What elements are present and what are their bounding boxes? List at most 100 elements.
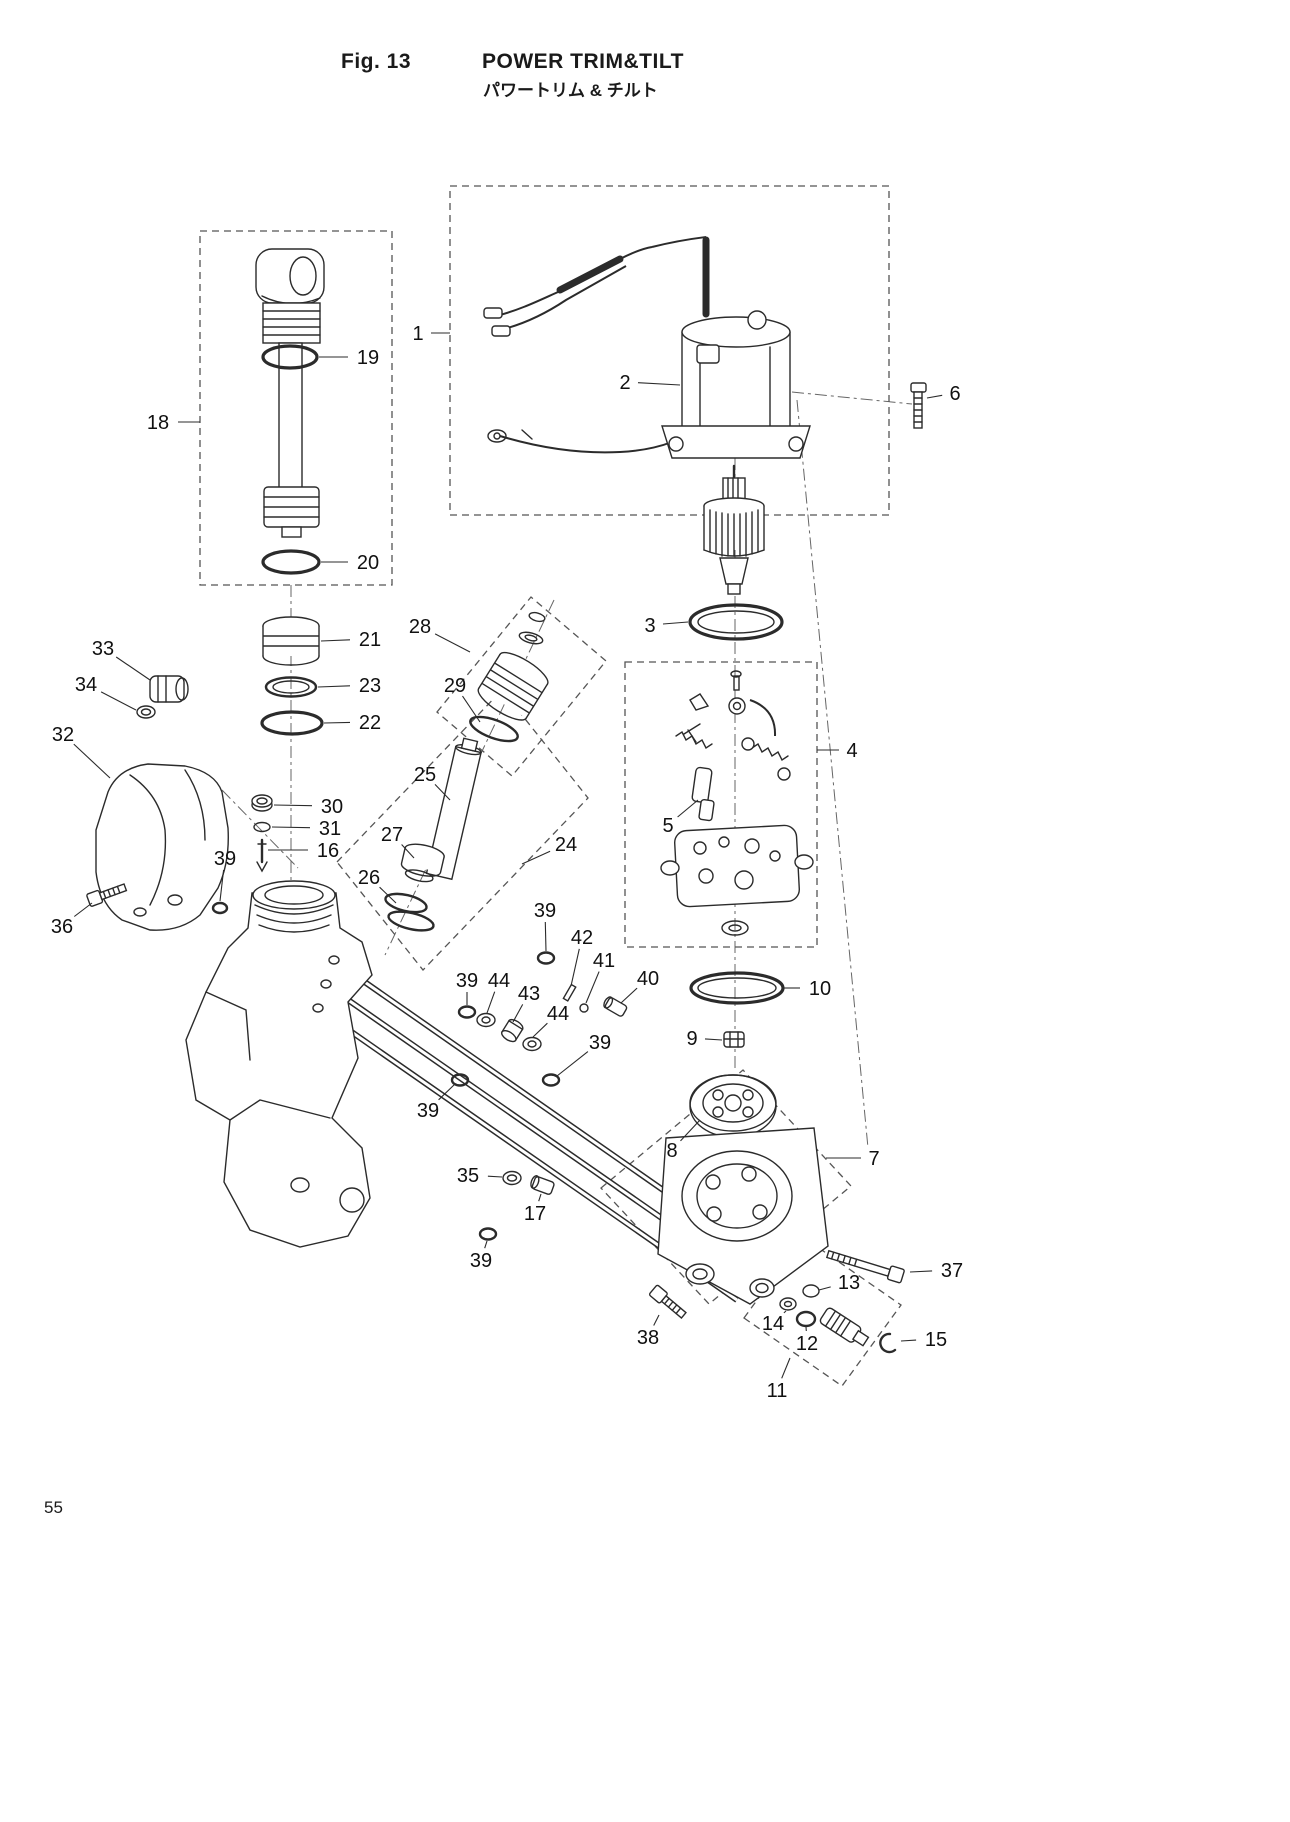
- part-pump-rotor-8: [689, 1074, 777, 1138]
- callout-leader-14: [783, 1310, 787, 1314]
- part-oring-39-b: [536, 951, 556, 965]
- callout-29: 29: [444, 675, 466, 697]
- callout-2: 2: [619, 372, 630, 394]
- callout-23: 23: [359, 675, 381, 697]
- callout-leader-33: [115, 656, 151, 681]
- callout-18: 18: [147, 412, 169, 434]
- callout-5: 5: [662, 815, 673, 837]
- callout-8: 8: [666, 1140, 677, 1162]
- callout-leader-36: [73, 902, 93, 917]
- part-orings-26: [384, 892, 435, 932]
- part-oring-39-c: [457, 1005, 477, 1019]
- callout-33: 33: [92, 638, 114, 660]
- figure-label: Fig. 13: [341, 50, 412, 73]
- callout-20: 20: [357, 552, 379, 574]
- callout-leader-17: [538, 1193, 542, 1202]
- part-oring-29: [469, 715, 519, 743]
- part-cover-32: [95, 763, 229, 931]
- callout-15: 15: [925, 1329, 947, 1351]
- group-box-4: [624, 661, 818, 948]
- part-armature: [703, 464, 765, 595]
- callout-leader-44: [486, 991, 496, 1014]
- callout-44: 44: [547, 1003, 569, 1025]
- callout-16: 16: [317, 840, 339, 862]
- callout-leader-28: [434, 633, 471, 653]
- part-oring-19: [261, 344, 319, 370]
- part-washer-14: [779, 1297, 797, 1311]
- callout-25: 25: [414, 764, 436, 786]
- callout-41: 41: [593, 950, 615, 972]
- callout-26: 26: [358, 867, 380, 889]
- callout-19: 19: [357, 347, 379, 369]
- part-cap-30: [251, 794, 273, 812]
- callout-leader-35: [487, 1175, 503, 1178]
- callout-9: 9: [686, 1028, 697, 1050]
- part-ring-31: [253, 821, 271, 833]
- part-fitting-40: [603, 996, 628, 1017]
- callout-32: 32: [52, 724, 74, 746]
- callout-leader-40: [620, 987, 638, 1004]
- callout-leader-44: [532, 1022, 548, 1038]
- callout-leader-22: [323, 721, 351, 724]
- part-trim-ram: [255, 248, 325, 538]
- callout-leader-39: [219, 869, 225, 902]
- parts-artwork: [86, 236, 927, 1354]
- callout-40: 40: [637, 968, 659, 990]
- part-oring-39-e: [450, 1073, 470, 1087]
- part-ring-34: [136, 705, 156, 719]
- callout-leader-32: [73, 743, 111, 779]
- part-mount-33: [149, 675, 189, 703]
- part-spool-43: [501, 1018, 524, 1043]
- callout-38: 38: [637, 1327, 659, 1349]
- part-oring-39-d: [541, 1073, 561, 1087]
- callout-4: 4: [846, 740, 857, 762]
- callout-17: 17: [524, 1203, 546, 1225]
- callout-leader-41: [585, 971, 600, 1004]
- callout-leader-27: [401, 844, 415, 859]
- callout-leader-3: [662, 621, 689, 625]
- callout-44: 44: [488, 970, 510, 992]
- group-box-18: [199, 230, 393, 586]
- part-backup-ring-23: [264, 676, 318, 698]
- callout-leader-9: [704, 1038, 723, 1041]
- callout-6: 6: [949, 383, 960, 405]
- part-ball-41: [579, 1003, 589, 1013]
- part-bolt-37: [825, 1249, 905, 1284]
- callout-39: 39: [534, 900, 556, 922]
- page-subtitle-jp: パワートリム & チルト: [483, 81, 658, 100]
- callout-7: 7: [868, 1148, 879, 1170]
- part-washer-44-b: [522, 1036, 542, 1052]
- callout-30: 30: [321, 796, 343, 818]
- callout-leader-21: [320, 639, 351, 642]
- callout-leader-6: [926, 394, 943, 399]
- part-wire-harness: [483, 236, 707, 337]
- callout-leader-11: [781, 1357, 791, 1379]
- callout-1: 1: [412, 323, 423, 345]
- callout-leader-15: [900, 1339, 917, 1342]
- part-oring-20: [261, 549, 321, 575]
- callout-leader-5: [677, 799, 699, 818]
- callout-22: 22: [359, 712, 381, 734]
- part-coupling-9: [723, 1031, 745, 1048]
- part-bolt-6: [910, 382, 927, 429]
- group-box-1: [449, 185, 890, 516]
- part-oring-12: [795, 1310, 817, 1328]
- part-release-valve-11: [819, 1307, 870, 1347]
- callout-21: 21: [359, 629, 381, 651]
- callout-43: 43: [518, 983, 540, 1005]
- part-washer-44-a: [476, 1012, 496, 1028]
- callout-27: 27: [381, 824, 403, 846]
- callout-14: 14: [762, 1313, 784, 1335]
- callout-12: 12: [796, 1333, 818, 1355]
- callout-leader-30: [273, 804, 313, 807]
- callout-leader-39: [544, 921, 547, 952]
- part-snap-ring-15: [879, 1332, 897, 1354]
- part-cylinder-body: [185, 880, 373, 1248]
- part-pump-internals-4: [660, 670, 814, 936]
- part-oring-3: [688, 603, 784, 641]
- callout-leader-39: [484, 1240, 488, 1249]
- page-title: POWER TRIM&TILT: [482, 50, 684, 73]
- callout-31: 31: [319, 818, 341, 840]
- callout-24: 24: [555, 834, 577, 856]
